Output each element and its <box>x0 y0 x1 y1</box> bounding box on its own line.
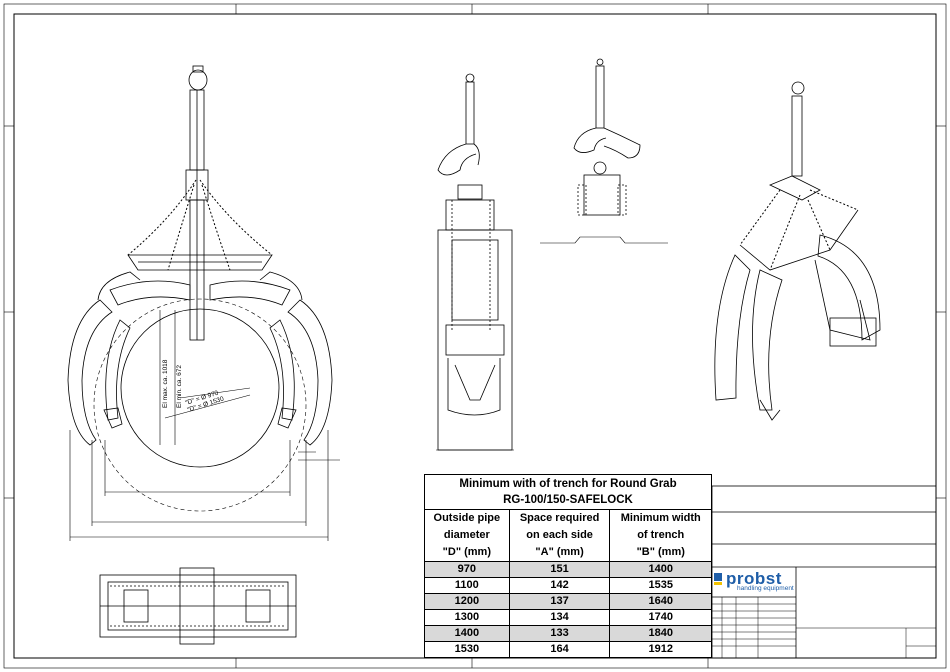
header-minimum-width: Minimum width of trench "B" (mm) <box>609 509 712 562</box>
min-height-label: El min. ca. 672 <box>176 365 183 408</box>
isometric-view-drawing <box>714 81 881 421</box>
probst-logo: probst handling equipment <box>712 569 796 595</box>
max-height-label: El max. ca. 1018 <box>162 359 169 408</box>
table-row: 1400 133 1840 <box>424 625 712 642</box>
side-view-drawing <box>436 73 514 451</box>
table-row: 1200 137 1640 <box>424 593 712 610</box>
table-row: 1300 134 1740 <box>424 609 712 626</box>
drawing-frame <box>3 3 947 669</box>
table-title-line1: Minimum with of trench for Round Grab <box>459 478 677 490</box>
header-diameter: Outside pipe diameter "D" (mm) <box>424 509 510 562</box>
table-row: 1530 164 1912 <box>424 641 712 658</box>
table-title: Minimum with of trench for Round Grab RG… <box>424 474 712 510</box>
table-row: 970 151 1400 <box>424 561 712 578</box>
title-block <box>711 485 937 659</box>
table-row: 1100 142 1535 <box>424 577 712 594</box>
detail-view-drawing <box>540 58 668 244</box>
logo-tagline: handling equipment <box>737 585 794 592</box>
table-header-row: Outside pipe diameter "D" (mm) Space req… <box>424 509 712 562</box>
logo-mark-icon <box>714 573 722 581</box>
header-space-required: Space required on each side "A" (mm) <box>508 509 611 562</box>
table-title-line2: RG-100/150-SAFELOCK <box>503 494 633 506</box>
front-view-drawing <box>67 65 340 541</box>
front-view-annotations: El min. ca. 672 El max. ca. 1018 "D" = Ø… <box>162 359 225 414</box>
logo-name: probst <box>726 569 782 588</box>
trench-width-table: Minimum with of trench for Round Grab RG… <box>424 474 712 658</box>
logo-mark-accent-icon <box>714 582 722 585</box>
top-view-drawing <box>99 567 297 645</box>
